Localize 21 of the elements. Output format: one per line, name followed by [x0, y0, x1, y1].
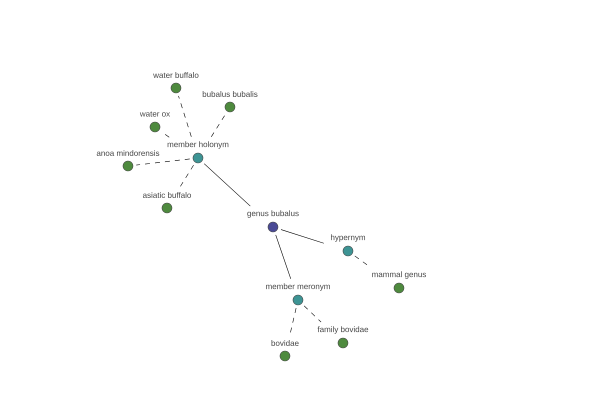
dashed-line — [290, 308, 296, 335]
node-label: water ox — [140, 111, 170, 117]
node-label: bovidae — [272, 340, 299, 346]
dashed-line — [178, 96, 192, 138]
node-label: asiatic buffalo — [142, 192, 192, 198]
node-label: genus bubalus — [247, 210, 299, 218]
node-label: anoa mindorensis — [96, 150, 160, 156]
dashed-line — [136, 158, 190, 166]
node-label: member meronym — [266, 283, 330, 291]
node-label: bubalus bubalis — [202, 91, 258, 97]
connector-line — [280, 229, 324, 244]
connector-line — [204, 163, 251, 206]
node-label: water buffalo — [153, 72, 198, 78]
dashed-line — [210, 114, 226, 138]
dashed-line — [304, 306, 322, 322]
node-label: family bovidae — [318, 326, 368, 334]
node-label: mammal genus — [372, 271, 426, 279]
node-label: hypernym — [331, 234, 366, 242]
dashed-line — [180, 164, 194, 188]
connector-line — [275, 234, 292, 280]
node-label: member holonym — [168, 141, 228, 149]
